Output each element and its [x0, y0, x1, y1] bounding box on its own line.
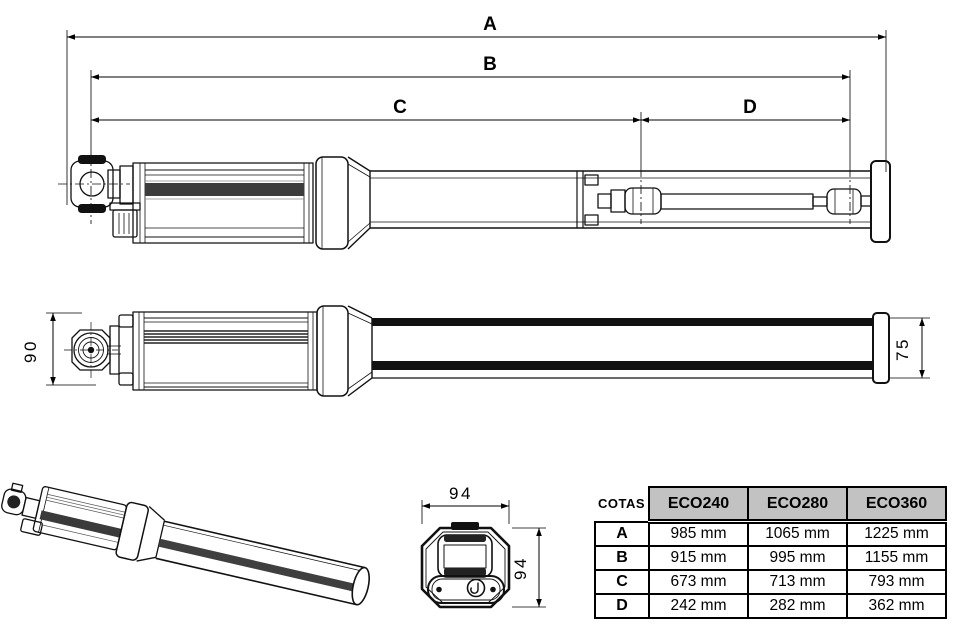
table-header-row: COTAS ECO240 ECO280 ECO360	[595, 486, 947, 524]
cell-value: 985 mm	[648, 520, 749, 547]
dim-label-a: A	[483, 14, 497, 35]
height-dimension-94: 94	[511, 527, 546, 608]
piston-rod	[597, 187, 872, 215]
cell-value: 242 mm	[648, 592, 749, 619]
cell-value: 915 mm	[648, 544, 749, 571]
dim-label-90: 90	[21, 339, 40, 363]
cell-value: 673 mm	[648, 568, 749, 595]
side-view-front: 90	[21, 305, 930, 397]
row-label: B	[594, 544, 650, 571]
cell-value: 1065 mm	[747, 520, 848, 547]
screw	[490, 586, 496, 593]
table-header-eco280: ECO280	[747, 486, 848, 524]
saddle-clamp	[437, 534, 493, 578]
dim-label-94-width: 94	[449, 484, 473, 503]
cell-value: 282 mm	[747, 592, 848, 619]
rail-front	[372, 318, 874, 379]
lamp-oval	[427, 575, 505, 604]
dim-label-94-height: 94	[511, 556, 530, 580]
screw	[436, 586, 442, 593]
motor-body	[132, 162, 314, 244]
table-row-d: D 242 mm 282 mm 362 mm	[594, 592, 947, 619]
dimension-annotations: A B C D	[66, 14, 887, 224]
rail-perspective	[155, 520, 370, 606]
transition-cone-perspective	[115, 501, 166, 562]
table-header-eco240: ECO240	[648, 486, 749, 524]
cell-value: 713 mm	[747, 568, 848, 595]
release-block-perspective	[20, 518, 44, 536]
release-block	[109, 202, 141, 238]
spec-table-container: COTAS ECO240 ECO280 ECO360 A 985 mm 1065…	[594, 486, 947, 619]
extension-lines	[66, 30, 887, 224]
transition-cone-front	[316, 305, 373, 397]
dim-label-b: B	[483, 54, 497, 75]
rail-outline	[370, 170, 871, 229]
cell-value: 1225 mm	[846, 520, 947, 547]
table-row-a: A 985 mm 1065 mm 1225 mm	[594, 520, 947, 547]
table-row-c: C 673 mm 713 mm 793 mm	[594, 568, 947, 595]
height-dimension-75: 75	[890, 317, 930, 379]
height-dimension-90: 90	[21, 312, 96, 386]
mid-bracket	[576, 171, 599, 228]
table-row-b: B 915 mm 995 mm 1155 mm	[594, 544, 947, 571]
table-header-eco360: ECO360	[846, 486, 947, 524]
ball-joint-perspective	[1, 482, 41, 519]
end-view: 94 94	[420, 484, 546, 609]
perspective-view	[1, 482, 370, 606]
transition-cone	[315, 156, 371, 250]
dim-label-75: 75	[893, 337, 912, 361]
row-label: C	[594, 568, 650, 595]
cell-value: 362 mm	[846, 592, 947, 619]
ball-joint	[58, 155, 134, 213]
cell-value: 995 mm	[747, 544, 848, 571]
cell-value: 793 mm	[846, 568, 947, 595]
row-label: A	[594, 520, 650, 547]
logo-mark	[466, 578, 486, 598]
cell-value: 1155 mm	[846, 544, 947, 571]
dimensions-table: COTAS ECO240 ECO280 ECO360 A 985 mm 1065…	[594, 486, 947, 619]
dim-label-d: D	[743, 97, 757, 118]
motor-body-perspective	[32, 486, 127, 551]
table-header-cotas: COTAS	[595, 487, 649, 522]
dim-label-c: C	[393, 97, 407, 118]
eyelet	[64, 314, 134, 386]
width-dimension-94: 94	[421, 484, 510, 524]
end-cap-front	[872, 312, 890, 384]
motor-body-front	[132, 311, 318, 391]
end-cap	[870, 160, 891, 243]
side-view-top	[58, 155, 891, 250]
row-label: D	[594, 592, 650, 619]
